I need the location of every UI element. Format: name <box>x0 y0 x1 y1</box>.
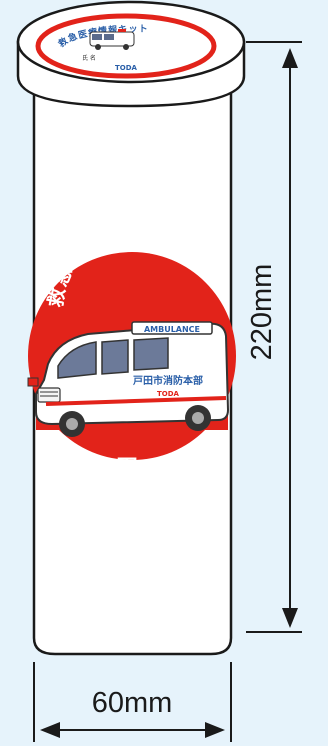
toda-logo: TODA <box>157 390 180 398</box>
ambulance-icon: AMBULANCE 戸田市消防本部 TODA <box>27 316 230 437</box>
height-dimension: 220mm <box>246 41 302 633</box>
height-arrow-down <box>282 608 298 628</box>
department-label: 戸田市消防本部 <box>133 374 203 387</box>
lid-logo: TODA <box>115 64 138 72</box>
width-arrow-left <box>40 722 60 738</box>
city-name: 戸田市 <box>80 455 188 481</box>
height-arrow-up <box>282 48 298 68</box>
width-arrow-right <box>205 722 225 738</box>
lid-ambulance-icon <box>89 29 135 50</box>
lid-name-label: 氏 名 <box>82 54 96 62</box>
width-dimension: 60mm <box>33 662 232 742</box>
ambulance-label: AMBULANCE <box>144 325 200 334</box>
container-lid: 救急医療情報キット 氏 名 TODA <box>16 0 246 108</box>
width-dimension-label: 60mm <box>92 687 173 719</box>
height-dimension-label: 220mm <box>246 264 278 361</box>
